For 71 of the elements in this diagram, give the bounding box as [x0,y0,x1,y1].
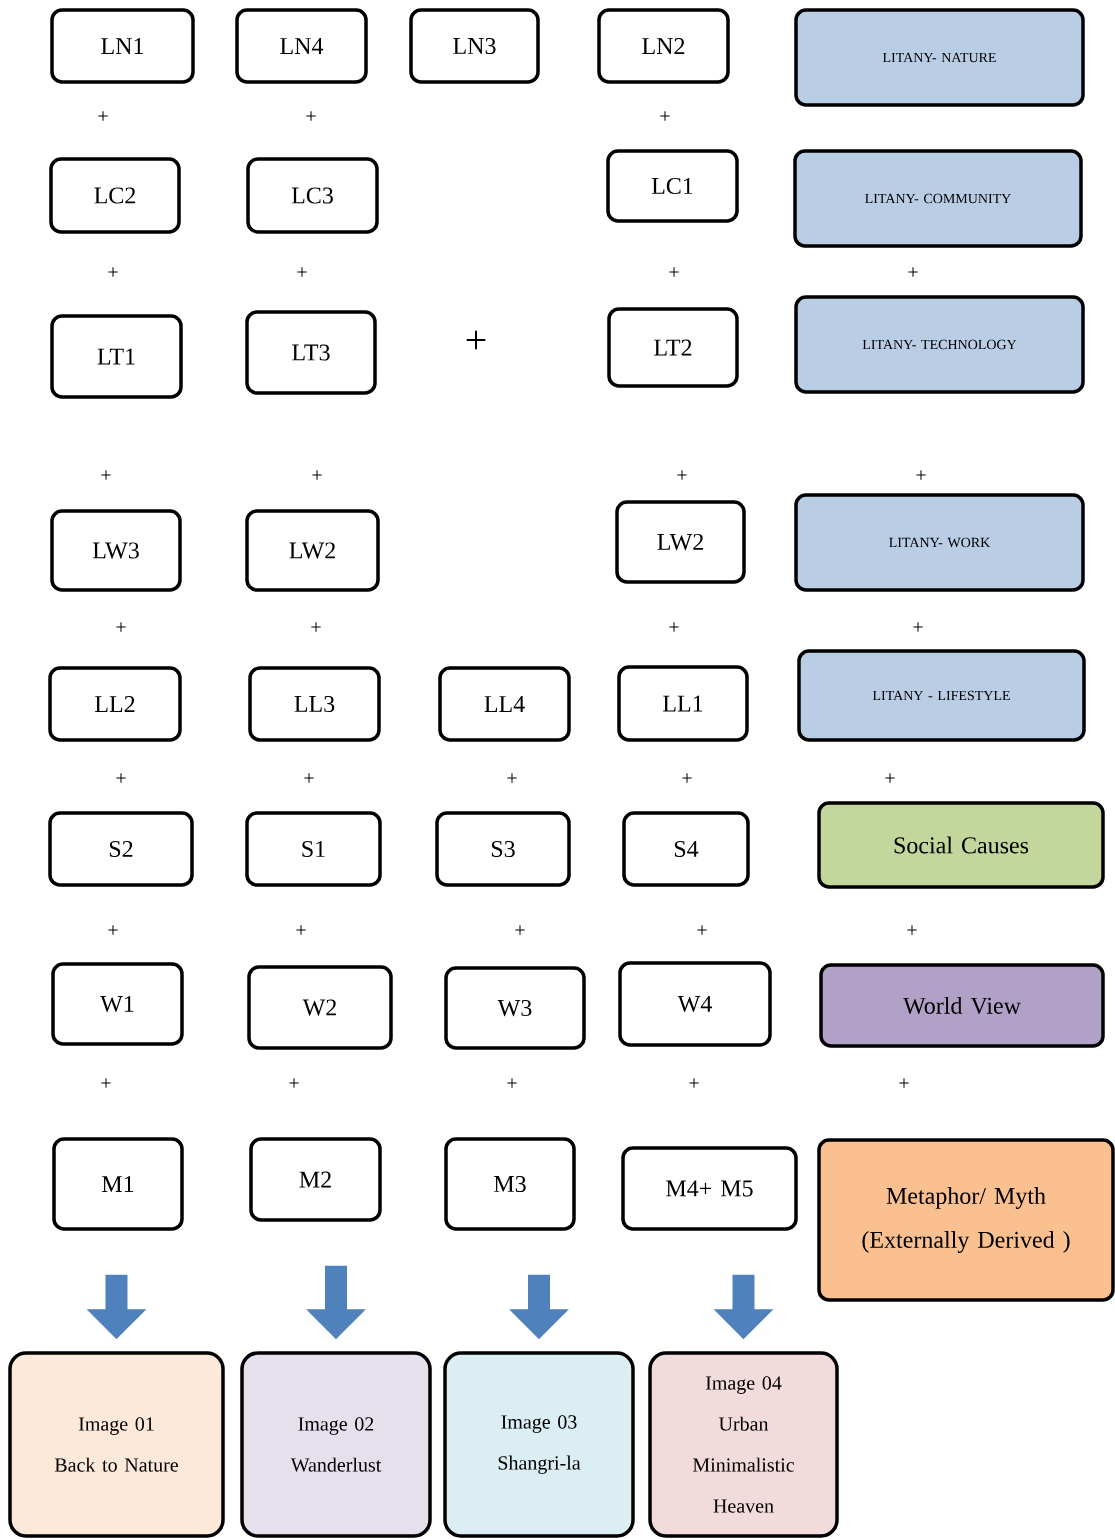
plus-sign: + [669,267,679,277]
plus-sign: + [116,622,126,632]
plus-sign: + [682,773,692,783]
image-box: Image 01 Back to Nature [8,1351,225,1538]
plus-sign: + [669,622,679,632]
code-box: LW2 [615,500,746,584]
plus-sign: + [885,773,895,783]
plus-sign: + [289,1078,299,1088]
plus-sign: + [466,330,486,350]
category-box: LITANY- TECHNOLOGY [794,295,1085,394]
category-box: LITANY - LIFESTYLE [797,649,1086,742]
code-box: LL2 [48,666,182,742]
code-box: LL4 [438,666,571,742]
plus-sign: + [677,470,687,480]
plus-sign: + [907,925,917,935]
code-box: LN2 [597,8,730,84]
category-box: Metaphor/ Myth (Externally Derived ) [817,1138,1115,1302]
code-box: LW2 [245,509,380,592]
image-box: Image 02 Wanderlust [240,1351,432,1538]
plus-sign: + [306,111,316,121]
plus-sign: + [908,267,918,277]
code-box: W1 [51,962,184,1046]
code-box: LN3 [409,8,540,84]
category-box: LITANY- NATURE [794,8,1085,107]
code-box: LT2 [607,307,739,388]
image-box: Image 03 Shangri-la [443,1351,635,1538]
plus-sign: + [913,622,923,632]
code-box: M3 [444,1137,576,1231]
plus-sign: + [108,925,118,935]
code-box: S3 [435,811,571,887]
plus-sign: + [689,1078,699,1088]
plus-sign: + [101,470,111,480]
category-box: LITANY- COMMUNITY [793,149,1083,248]
code-box: LC1 [606,149,739,223]
code-box: W3 [444,966,586,1050]
image-box: Image 04 Urban Minimalistic Heaven [648,1351,839,1538]
category-box: Social Causes [817,801,1105,889]
code-box: LN4 [235,8,368,84]
code-box: LL3 [248,666,381,742]
code-box: M2 [249,1137,382,1222]
category-box: World View [819,963,1105,1048]
code-box: M4+ M5 [621,1146,798,1231]
code-box: LW3 [50,509,182,592]
plus-sign: + [296,925,306,935]
code-box: S2 [48,811,194,887]
code-box: LC3 [246,157,379,234]
code-box: W4 [618,961,772,1047]
code-box: LL1 [617,665,749,742]
plus-sign: + [304,773,314,783]
plus-sign: + [297,267,307,277]
category-box: LITANY- WORK [794,493,1085,592]
code-box: M1 [52,1137,184,1231]
plus-sign: + [507,1078,517,1088]
plus-sign: + [515,925,525,935]
plus-sign: + [98,111,108,121]
plus-sign: + [507,773,517,783]
plus-sign: + [660,111,670,121]
plus-sign: + [312,470,322,480]
plus-sign: + [116,773,126,783]
code-box: LN1 [50,8,195,84]
plus-sign: + [108,267,118,277]
code-box: S4 [622,811,750,887]
plus-sign: + [697,925,707,935]
code-box: W2 [247,965,393,1050]
code-box: LT1 [50,314,183,399]
code-box: S1 [245,811,382,887]
plus-sign: + [899,1078,909,1088]
code-box: LT3 [245,310,377,395]
plus-sign: + [311,622,321,632]
plus-sign: + [101,1078,111,1088]
code-box: LC2 [49,157,181,234]
